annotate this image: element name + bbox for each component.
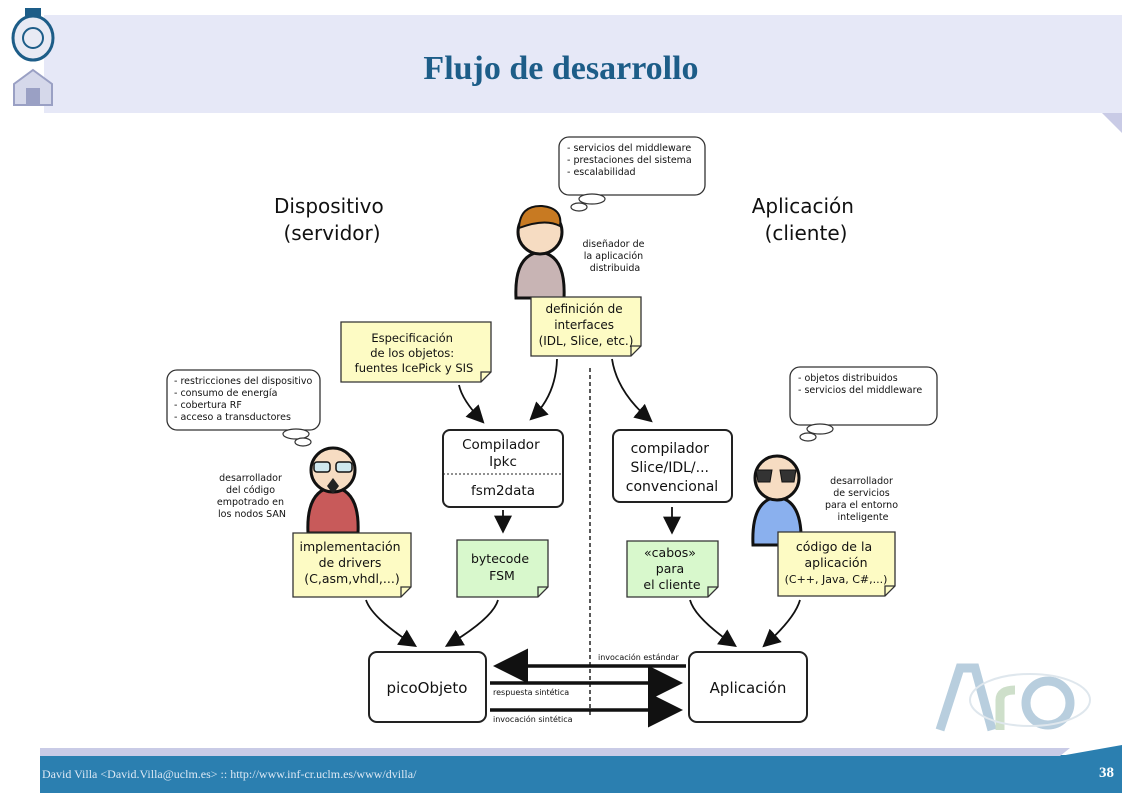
svg-text:(C++, Java, C#,...): (C++, Java, C#,...) <box>785 573 888 586</box>
embedded-developer-person-icon <box>306 446 360 535</box>
svg-text:- servicios del middleware: - servicios del middleware - prestacione… <box>567 143 695 178</box>
svg-text:- objetos distribuidos -: - objetos distribuidos - servicios del m… <box>798 373 922 396</box>
services-developer-label: desarrollador de servicios para el entor… <box>825 476 901 523</box>
picoobject-box: picoObjeto <box>368 651 487 723</box>
university-logo <box>11 8 55 106</box>
synthetic-invocation-label: invocación sintética <box>493 714 573 724</box>
services-thought-bubble: - objetos distribuidos - servicios del m… <box>789 366 938 442</box>
object-specification-note: Especificación de los objetos: fuentes I… <box>340 321 492 383</box>
designer-thought-bubble: - servicios del middleware - prestacione… <box>558 136 706 212</box>
svg-text:- restricciones del dispositiv: - restricciones del dispositivo - consum… <box>174 376 315 423</box>
ipkc-compiler-box: Compilador Ipkc fsm2data <box>442 429 564 508</box>
embedded-developer-label: desarrollador del código empotrado en lo… <box>217 473 287 520</box>
designer-person-icon <box>514 204 566 300</box>
drivers-implementation-note: implementación de drivers (C,asm,vhdl,..… <box>292 532 412 598</box>
bytecode-fsm-note: bytecode FSM <box>456 539 549 598</box>
header-corner <box>1102 113 1122 133</box>
svg-text:compilador Slice/IDL/...: compilador Slice/IDL/... convencional <box>626 441 718 495</box>
svg-text:bytecode FSM: bytecode FSM <box>471 551 533 583</box>
svg-text:fsm2data: fsm2data <box>471 483 535 499</box>
standard-invocation-label: invocación estándar <box>598 652 680 662</box>
application-code-note: código de la aplicación (C++, Java, C#,.… <box>777 531 896 597</box>
synthetic-response-label: respuesta sintética <box>493 687 569 697</box>
flow-arrows <box>365 358 801 648</box>
page-number: 38 <box>1099 765 1114 781</box>
footer-author: David Villa <David.Villa@uclm.es> :: htt… <box>42 767 417 781</box>
side-label-application: Aplicación (cliente) <box>752 194 861 245</box>
svg-text:Aplicación: Aplicación <box>710 679 787 697</box>
svg-text:«cabos» para el cl: «cabos» para el cliente <box>643 545 700 592</box>
footer-band <box>40 755 1122 793</box>
side-label-device: Dispositivo (servidor) <box>274 194 390 245</box>
svg-text:implementación de driver: implementación de drivers (C,asm,vhdl,..… <box>300 539 405 586</box>
application-box: Aplicación <box>688 651 808 723</box>
svg-text:Especificación de los ob: Especificación de los objetos: fuentes I… <box>355 331 474 375</box>
header-band <box>44 15 1122 133</box>
castle-icon <box>13 68 53 106</box>
svg-text:definición de interfaces: definición de interfaces (IDL, Slice, et… <box>539 302 634 348</box>
invocation-arrows: invocación estándar respuesta sintética … <box>490 648 686 728</box>
svg-text:picoObjeto: picoObjeto <box>387 679 468 697</box>
device-thought-bubble: - restricciones del dispositivo - consum… <box>166 369 321 447</box>
svg-text:Compilador Ipkc: Compilador Ipkc <box>462 437 544 470</box>
crest-icon <box>11 8 55 62</box>
interfaces-definition-note: definición de interfaces (IDL, Slice, et… <box>530 296 642 357</box>
client-stubs-note: «cabos» para el cliente <box>626 540 719 598</box>
conventional-compiler-box: compilador Slice/IDL/... convencional <box>612 429 733 503</box>
svg-text:código de la aplicación: código de la aplicación <box>796 539 876 570</box>
designer-label: diseñador de la aplicación distribuida <box>583 239 648 274</box>
arco-logo <box>935 663 1091 732</box>
slide-title: Flujo de desarrollo <box>423 50 699 87</box>
